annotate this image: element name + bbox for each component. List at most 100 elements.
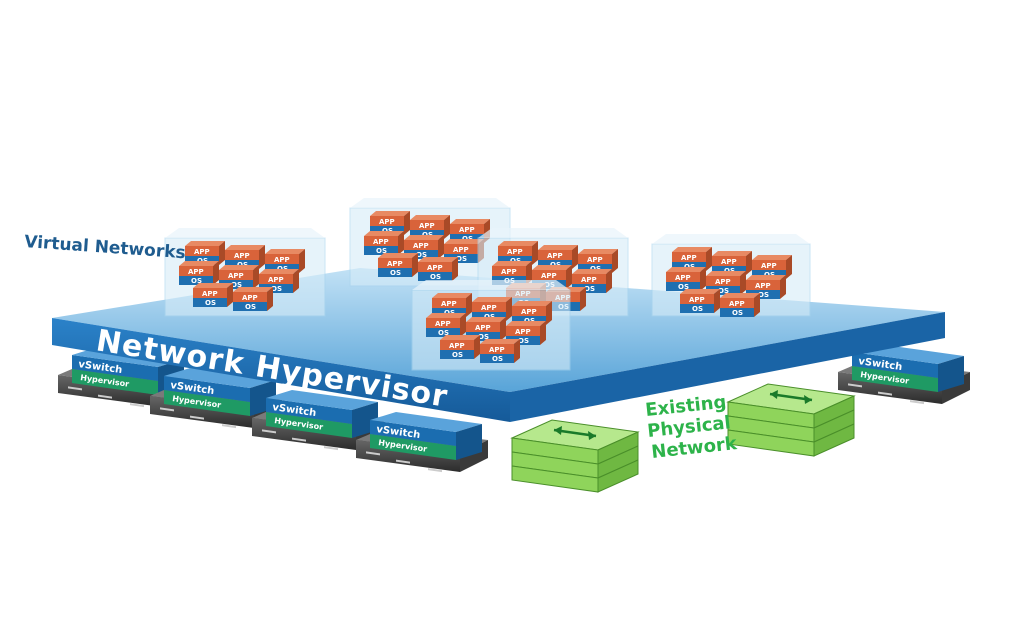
vm-side — [780, 275, 786, 299]
vm-os-label: OS — [732, 309, 743, 317]
vm-app-layer — [432, 298, 466, 308]
vm-top — [259, 269, 299, 274]
vm-app-layer — [746, 280, 780, 290]
vm-app-label: APP — [675, 274, 691, 282]
switch-side-layer — [597, 459, 639, 493]
vm-os-layer — [233, 302, 267, 311]
vm-side — [253, 265, 259, 289]
vm-app-layer — [572, 274, 606, 284]
vm-os-layer — [378, 268, 412, 277]
vm-app-label: APP — [721, 258, 737, 266]
vm-os-layer — [666, 282, 700, 291]
vm-app-label: APP — [587, 256, 603, 264]
vm-side — [444, 215, 450, 239]
host-side — [938, 356, 964, 392]
platform-front-left — [52, 318, 510, 422]
vm-app-layer — [193, 288, 227, 298]
vm-os-label: OS — [758, 291, 769, 299]
physical-switch-1 — [510, 419, 640, 493]
vm-app-layer — [444, 244, 478, 254]
vm-app-layer — [752, 260, 786, 270]
vm-os-label: OS — [678, 283, 689, 291]
vm-top — [538, 245, 578, 250]
vm-top — [364, 231, 404, 236]
server-drive-slot — [324, 446, 338, 451]
switch-arrowhead-right — [804, 395, 812, 404]
vm-os-label: OS — [390, 269, 401, 277]
hypervisor-layer — [370, 434, 456, 460]
vm-app-label: APP — [427, 264, 443, 272]
vm-os-layer — [185, 256, 219, 265]
vm-app-label: APP — [242, 294, 258, 302]
switch-arrowhead-left — [554, 426, 562, 435]
vm-app-label: APP — [475, 324, 491, 332]
vm-side — [259, 245, 265, 269]
vm-app-layer — [512, 306, 546, 316]
vm-app-label: APP — [547, 252, 563, 260]
vm-app-label: APP — [441, 300, 457, 308]
vm-top — [480, 339, 520, 344]
vm-app-layer — [364, 236, 398, 246]
server-drive-slot — [262, 429, 276, 434]
vm-app-layer — [185, 246, 219, 256]
switch-arrowhead-left — [770, 390, 778, 399]
vm-app-layer — [578, 254, 612, 264]
vm-os-layer — [672, 262, 706, 271]
vm-top — [472, 297, 512, 302]
vm-top — [440, 335, 480, 340]
vswitch-layer — [370, 420, 456, 446]
virtual-network-5: APPOSAPPOSAPPOSAPPOSAPPOSAPPOSAPPOSAPPOS — [651, 234, 811, 317]
vswitch-layer — [852, 352, 938, 378]
vm-top — [572, 269, 612, 274]
virtual-network-4: APPOSAPPOSAPPOSAPPOSAPPOSAPPOSAPPOSAPPOS — [411, 280, 571, 371]
vm-os-layer — [410, 230, 444, 239]
hypervisor-layer — [266, 412, 352, 438]
vm-top — [265, 249, 305, 254]
existing-physical-network-label: Existing Physical Network — [644, 392, 738, 463]
vm-top — [432, 293, 472, 298]
vm-app-layer — [450, 224, 484, 234]
vm-side — [460, 313, 466, 337]
vm-top — [672, 247, 712, 252]
vm-app-label: APP — [481, 304, 497, 312]
vm-side — [526, 261, 532, 285]
vm-app-layer — [426, 318, 460, 328]
vm-side — [500, 317, 506, 341]
vm-top — [666, 267, 706, 272]
vm-side — [514, 339, 520, 363]
vm-side — [606, 269, 612, 293]
vm-app-layer — [672, 252, 706, 262]
vm-app-layer — [259, 274, 293, 284]
vm-side — [474, 335, 480, 359]
vm-app-label: APP — [755, 282, 771, 290]
vm-os-layer — [680, 304, 714, 313]
vm-app-layer — [233, 292, 267, 302]
vm-os-layer — [472, 312, 506, 321]
virtual-network-box-top — [412, 280, 570, 290]
vm-side — [540, 321, 546, 345]
vm-side — [700, 267, 706, 291]
vm-side — [452, 257, 458, 281]
vm-top — [179, 261, 219, 266]
vm-os-layer — [432, 308, 466, 317]
vm-app-label: APP — [729, 300, 745, 308]
vm-app-layer — [666, 272, 700, 282]
vm-app-layer — [265, 254, 299, 264]
vm-os-layer — [370, 226, 404, 235]
vm-app-layer — [418, 262, 452, 272]
vm-os-layer — [466, 332, 500, 341]
vswitch-layer — [164, 376, 250, 402]
vm-side — [532, 241, 538, 265]
vm-top — [426, 313, 466, 318]
